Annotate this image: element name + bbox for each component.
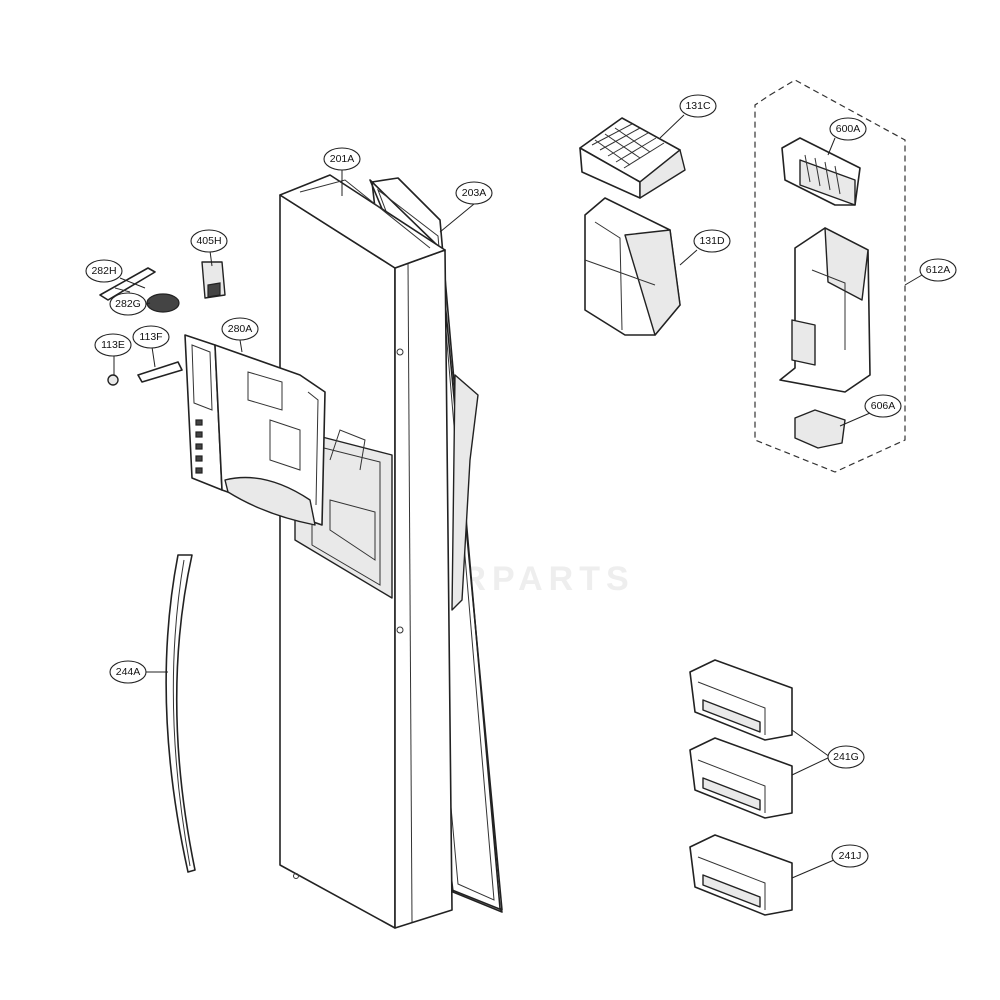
callout-label: 131C <box>685 100 711 112</box>
icemaker-600A <box>781 137 861 206</box>
callout-label: 244A <box>116 666 141 678</box>
icemaker-bracket <box>779 227 871 393</box>
callout-600A: 600A <box>829 117 867 141</box>
callout-131C: 131C <box>679 94 717 118</box>
motor-606A <box>794 409 846 449</box>
callout-241J: 241J <box>831 844 869 868</box>
callout-label: 612A <box>926 264 951 276</box>
callout-label: 600A <box>836 123 861 135</box>
screw-113E <box>107 374 119 386</box>
callout-label: 113F <box>139 331 162 343</box>
callout-label: 280A <box>228 323 253 335</box>
callout-612A: 612A <box>919 258 957 282</box>
callout-label: 201A <box>330 153 355 165</box>
callout-label: 606A <box>871 400 896 412</box>
clip-113F <box>137 361 183 383</box>
callout-203A: 203A <box>455 181 493 205</box>
dispenser-housing <box>184 334 326 526</box>
callout-201A: 201A <box>323 147 361 171</box>
freezer-door-panel <box>279 174 453 929</box>
door-bin-2 <box>689 737 793 819</box>
callout-282G: 282G <box>109 292 147 316</box>
door-handle-rear <box>451 374 479 611</box>
ice-bucket <box>584 197 681 336</box>
callout-label: 131D <box>699 235 725 247</box>
callout-label: 241G <box>833 751 859 763</box>
door-handle <box>165 554 196 873</box>
door-bin-1 <box>689 659 793 741</box>
callout-405H: 405H <box>190 229 228 253</box>
callout-280A: 280A <box>221 317 259 341</box>
callout-113E: 113E <box>94 333 132 357</box>
leader-lines <box>113 114 923 879</box>
callout-label: 282G <box>115 298 141 310</box>
callout-label: 241J <box>839 850 862 862</box>
callout-606A: 606A <box>864 394 902 418</box>
callout-131D: 131D <box>693 229 731 253</box>
callout-label: 113E <box>101 339 125 351</box>
lever-282H <box>99 267 156 301</box>
callout-label: 405H <box>196 235 221 247</box>
callout-241G: 241G <box>827 745 865 769</box>
callout-label: 203A <box>462 187 487 199</box>
callout-244A: 244A <box>109 660 147 684</box>
ice-bucket-cover <box>579 117 686 199</box>
icemaker-assembly-boundary <box>754 79 906 473</box>
callout-113F: 113F <box>132 325 170 349</box>
cap-282G <box>146 293 180 313</box>
callout-282H: 282H <box>85 259 123 283</box>
switch-405H <box>201 261 226 299</box>
callout-label: 282H <box>91 265 116 277</box>
door-bin-3 <box>689 834 793 916</box>
